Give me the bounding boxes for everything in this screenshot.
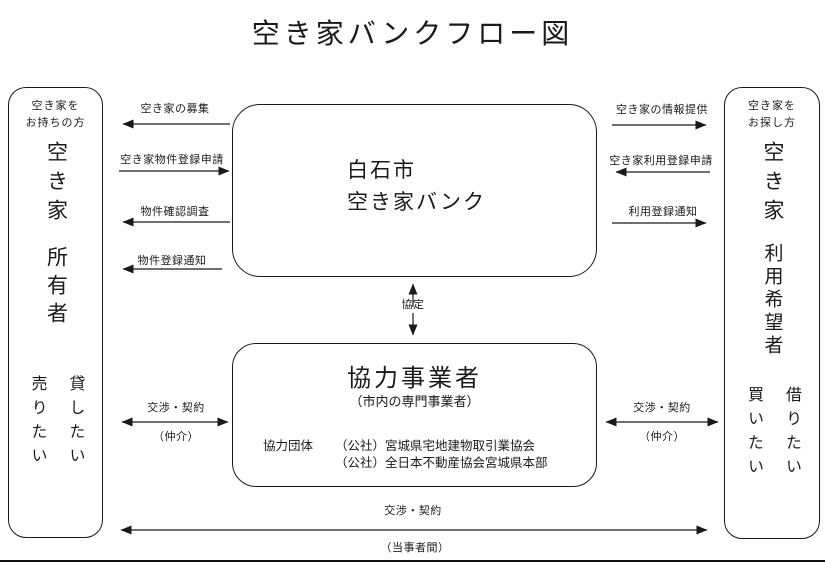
partner-org-list: （公社）宮城県宅地建物取引業協会 （公社）全日本不動産協会宮城県本部	[335, 438, 548, 471]
seeker-vertical-role: 利用希望者	[761, 243, 783, 358]
label-property-inspection: 物件確認調査	[140, 206, 210, 218]
owner-header-line2: お持ちの方	[25, 117, 86, 130]
label-property-registration-notice: 物件登録通知	[137, 255, 207, 267]
owner-box-header: 空き家を お持ちの方	[9, 98, 102, 132]
partner-box-title: 協力事業者	[347, 365, 482, 392]
bank-label-line2: 空き家バンク	[347, 190, 487, 214]
owner-box: 空き家を お持ちの方 空き家 所有者 売りたい 貸したい	[8, 87, 103, 538]
label-negotiation-direct-sub: （当事者間）	[380, 542, 450, 554]
partner-box: 協力事業者 （市内の専門事業者） 協力団体 （公社）宮城県宅地建物取引業協会 （…	[232, 343, 597, 487]
seeker-header-line1: 空き家を	[748, 100, 796, 112]
owner-wants: 売りたい 貸したい	[25, 375, 87, 471]
label-recruitment: 空き家の募集	[140, 103, 210, 115]
partner-box-subtitle: （市内の専門事業者）	[349, 394, 480, 409]
seeker-wants: 買いたい 借りたい	[741, 386, 803, 482]
bank-label-line1: 白石市	[347, 159, 416, 182]
owner-vertical-role: 所有者	[44, 246, 68, 330]
seeker-box: 空き家を お探し方 空き家 利用希望者 買いたい 借りたい	[724, 87, 820, 539]
seeker-want-buy: 買いたい	[745, 386, 762, 482]
partner-org-2: （公社）全日本不動産協会宮城県本部	[335, 455, 548, 470]
partner-org-label: 協力団体	[263, 439, 314, 453]
label-negotiation-right: 交渉・契約	[633, 402, 691, 414]
label-use-registration-notice: 利用登録通知	[628, 206, 698, 218]
owner-vertical-main: 空き家	[44, 141, 68, 228]
label-negotiation-left-sub: （仲介）	[153, 431, 199, 443]
label-negotiation-left: 交渉・契約	[147, 402, 205, 414]
seeker-header-line2: お探し方	[748, 117, 796, 130]
bank-box: 白石市 空き家バンク	[232, 104, 597, 277]
seeker-vertical-main: 空き家	[761, 141, 784, 228]
label-use-registration-application: 空き家利用登録申請	[609, 155, 713, 167]
seeker-box-header: 空き家を お探し方	[725, 98, 819, 132]
window-bottom-edge	[0, 560, 825, 562]
partner-org-block: 協力団体 （公社）宮城県宅地建物取引業協会 （公社）全日本不動産協会宮城県本部	[263, 438, 548, 471]
label-agreement: 協定	[401, 299, 425, 311]
owner-want-sell: 売りたい	[28, 375, 46, 471]
label-negotiation-direct: 交渉・契約	[384, 505, 442, 517]
owner-want-lend: 貸したい	[66, 375, 84, 471]
owner-header-line1: 空き家を	[31, 100, 80, 112]
label-property-registration-application: 空き家物件登録申請	[120, 154, 224, 166]
label-info-provision: 空き家の情報提供	[616, 104, 708, 116]
partner-org-1: （公社）宮城県宅地建物取引業協会	[335, 439, 536, 453]
bank-box-label: 白石市 空き家バンク	[347, 155, 486, 218]
label-negotiation-right-sub: （仲介）	[639, 431, 685, 443]
seeker-want-rent: 借りたい	[783, 386, 800, 482]
page-title: 空き家バンクフロー図	[251, 18, 574, 49]
